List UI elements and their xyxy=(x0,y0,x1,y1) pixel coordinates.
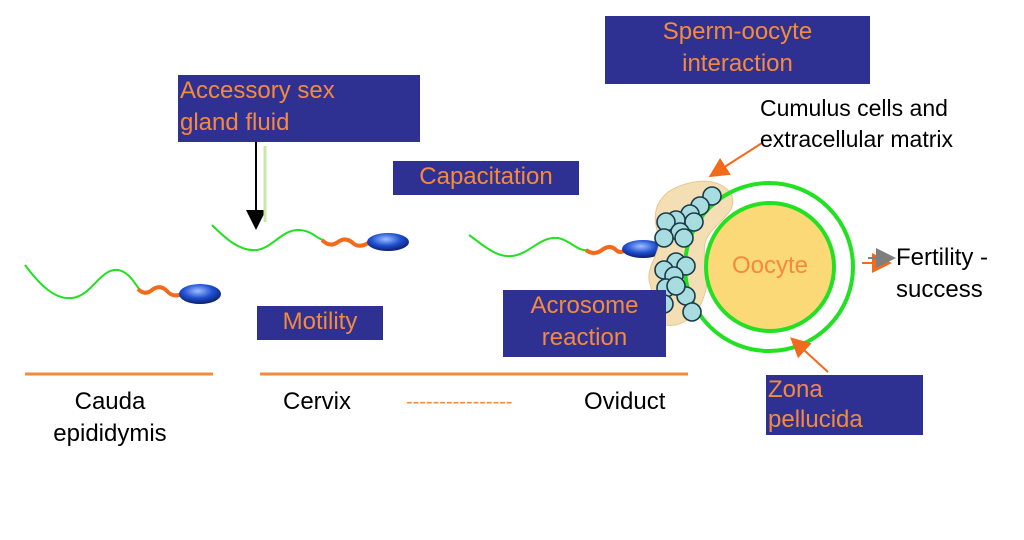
label-dashes: ---------------- xyxy=(406,386,513,418)
label-cauda-line1: Cauda xyxy=(74,388,146,415)
label-acrosome-line2: reaction xyxy=(541,324,628,351)
label-cervix-text: Cervix xyxy=(283,388,352,415)
label-cumulus-line2: extracellular matrix xyxy=(760,126,953,152)
label-cumulus-cells: Cumulus cells and extracellular matrix xyxy=(760,93,953,155)
label-cumulus-line1: Cumulus cells and xyxy=(760,95,948,121)
label-oocyte: Oocyte xyxy=(706,250,834,282)
label-dashes-text: ---------------- xyxy=(406,391,513,413)
label-oocyte-text: Oocyte xyxy=(731,252,809,279)
label-cervix: Cervix xyxy=(283,386,351,418)
label-oviduct-text: Oviduct xyxy=(584,388,666,415)
label-sperm-oocyte-line2: interaction xyxy=(682,50,793,77)
label-acrosome-reaction: Acrosome reaction xyxy=(503,290,666,357)
oocyte-icon xyxy=(704,201,836,333)
label-fertility-line2: success xyxy=(896,276,983,303)
cumulus-cell-icon xyxy=(666,276,686,296)
cumulus-cell-icon xyxy=(684,212,704,232)
label-cauda-line2: epididymis xyxy=(53,420,167,447)
label-zona-pellucida: Zona pellucida xyxy=(766,375,923,435)
label-capacitation-text: Capacitation xyxy=(419,163,553,190)
label-sperm-oocyte-line1: Sperm-oocyte xyxy=(662,18,813,45)
label-cauda-epididymis: Cauda epididymis xyxy=(40,386,180,450)
sperm-icon-cervix xyxy=(211,224,409,252)
label-accessory-line2: gland fluid xyxy=(180,109,290,136)
cumulus-cell-icon xyxy=(674,228,694,248)
label-motility: Motility xyxy=(257,306,383,340)
label-capacitation: Capacitation xyxy=(393,161,579,195)
label-acrosome-line1: Acrosome xyxy=(530,292,639,319)
arrow-icon-cumulus xyxy=(708,142,763,178)
label-fertility-line1: Fertility - xyxy=(896,244,988,271)
label-sperm-oocyte-interaction: Sperm-oocyte interaction xyxy=(605,16,870,84)
label-oviduct: Oviduct xyxy=(584,386,665,418)
sperm-icon-cauda xyxy=(24,264,221,304)
cumulus-cell-icon xyxy=(654,228,674,248)
label-accessory-line1: Accessory sex xyxy=(180,77,335,104)
arrow-icon-zona xyxy=(790,337,829,373)
label-zona-line1: Zona xyxy=(768,376,823,403)
label-zona-line2: pellucida xyxy=(768,406,863,433)
sperm-icon-oviduct xyxy=(468,234,664,258)
cumulus-cell-icon xyxy=(682,302,702,322)
label-motility-text: Motility xyxy=(282,308,358,335)
label-accessory-sex-gland-fluid: Accessory sex gland fluid xyxy=(178,75,420,142)
label-fertility-success: Fertility - success xyxy=(896,242,988,306)
